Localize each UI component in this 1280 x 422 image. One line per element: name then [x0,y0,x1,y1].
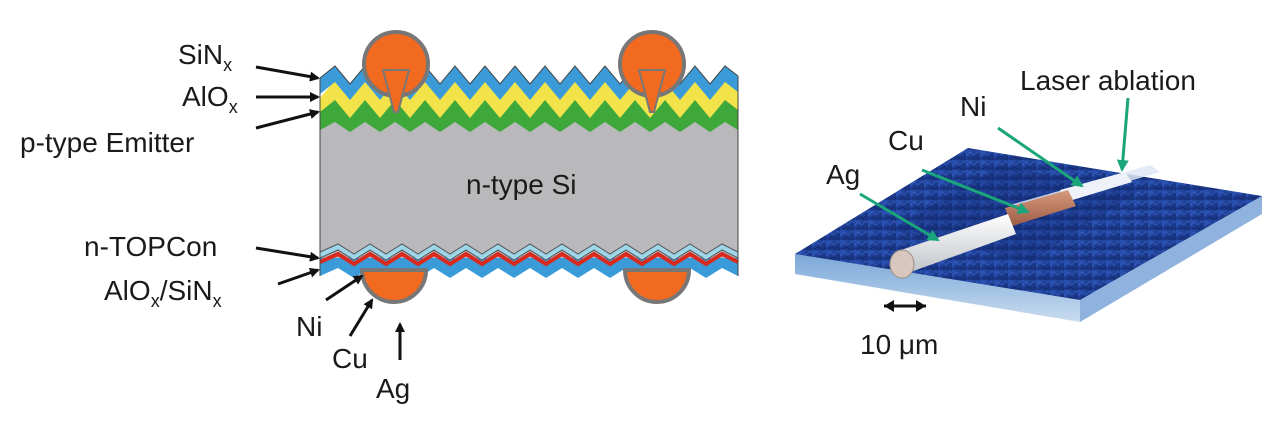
ni-pointer-arrow [997,126,1084,188]
rear-dielectric-label: AlOx/SiNx [104,275,222,311]
laser-ablation-arrow [1116,97,1130,172]
ni-3d-label: Ni [960,91,986,122]
ni-label: Ni [296,311,322,342]
laser-ablation-label: Laser ablation [1020,65,1196,96]
emitter-arrow [255,109,320,130]
rear-dielectric-arrow [277,267,320,286]
emitter-label: p-type Emitter [20,127,194,158]
ag-cross-section-end [889,249,915,279]
topcon-arrow [255,246,320,262]
sinx-arrow [255,65,320,82]
n-topcon-label: n-TOPCon [84,231,217,262]
n-topcon-layer [319,251,739,267]
front-contact-right [618,30,686,113]
substrate-front-edge [795,254,1080,322]
sinx-label: SiNx [178,39,232,75]
front-contact-left [362,30,430,113]
ag-layer-region [895,214,1016,274]
rear-contact-right [622,268,692,304]
alox-label: AlOx [182,81,238,117]
ag-pointer-arrow [859,192,940,242]
ni-layer-region [1060,172,1132,202]
cu-pointer-arrow [921,168,1030,214]
ag-3d-label: Ag [826,159,860,190]
scale-bar-label: 10 μm [860,329,938,360]
n-type-si-bulk [320,118,738,258]
laser-ablation-3d-image: Laser ablation Ni Cu Ag 10 μm [795,65,1262,360]
cross-section-diagram: SiNx AlOx p-type Emitter n-type Si n-TOP… [20,30,739,404]
substrate-right-edge [1080,196,1262,322]
ag-label: Ag [376,373,410,404]
cu-layer-region [1005,190,1076,226]
cu-label: Cu [332,343,368,374]
ni-arrow [325,274,364,302]
scale-bar [884,300,926,312]
n-type-si-label: n-type Si [466,169,577,200]
cu-3d-label: Cu [888,125,924,156]
cu-arrow [348,298,374,337]
rear-contact-left [359,268,429,304]
